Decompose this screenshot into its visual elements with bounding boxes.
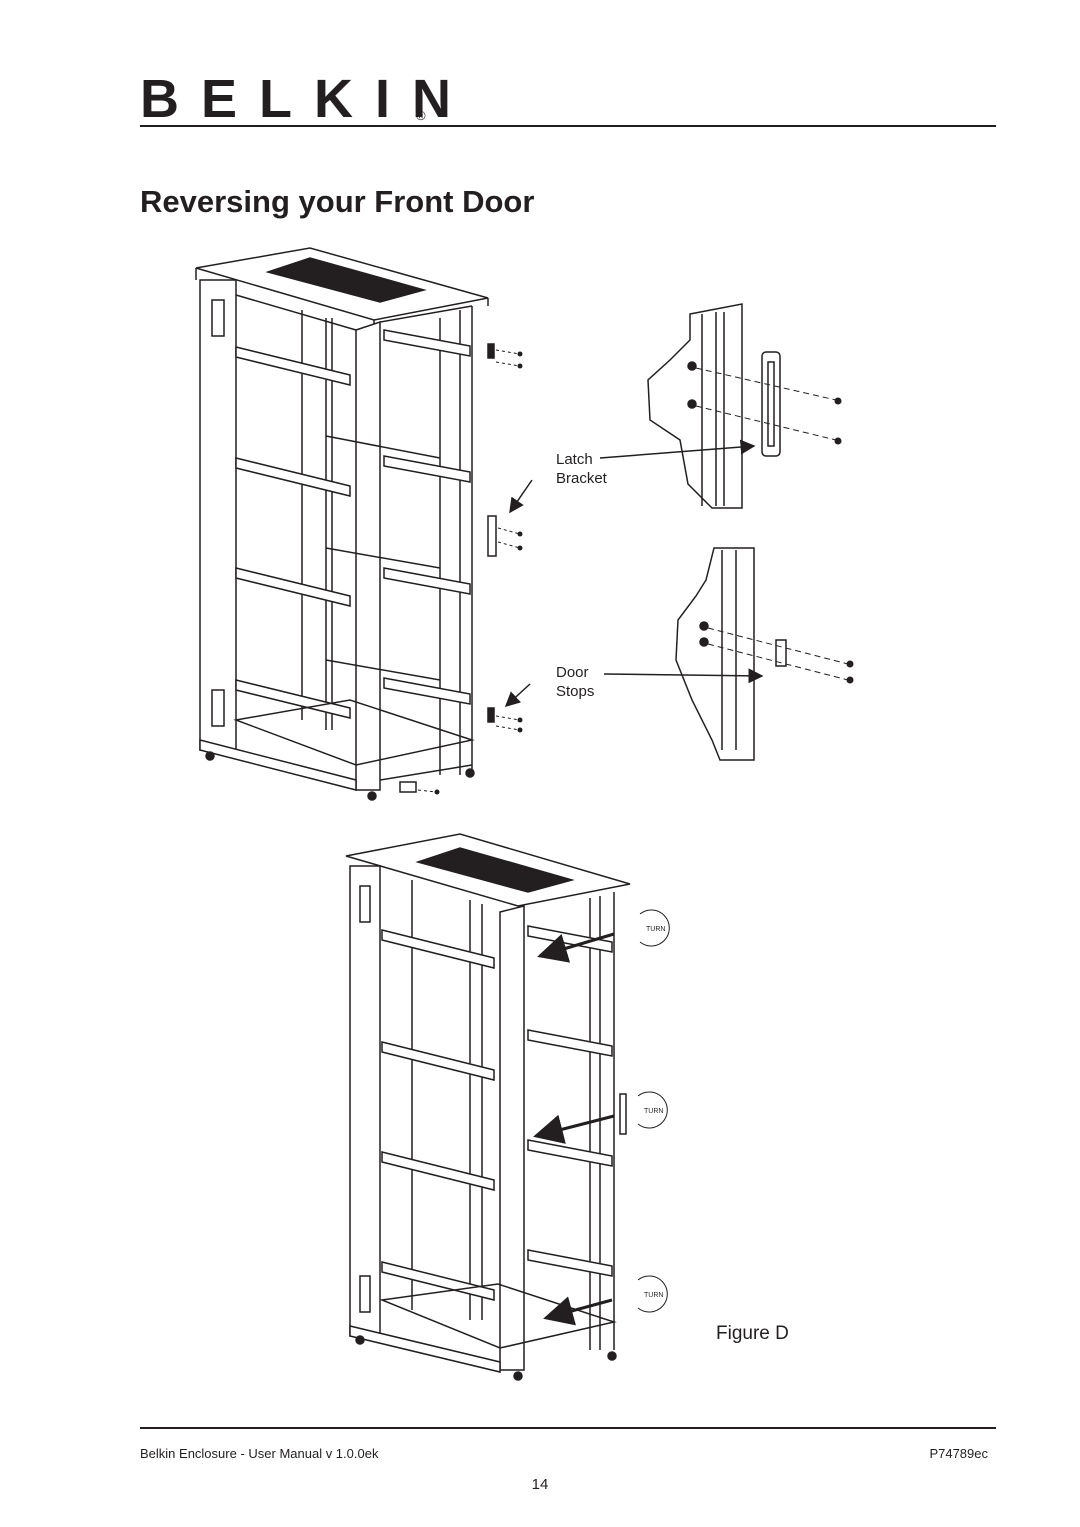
latch-label-line2: Bracket <box>556 470 607 487</box>
arrow-icon <box>599 439 756 459</box>
arrow-icon <box>537 932 615 963</box>
arrow-icon <box>603 668 764 684</box>
part-number: P74789ec <box>929 1446 988 1461</box>
arrow-icon <box>533 1114 615 1144</box>
manual-title: Belkin Enclosure - User Manual v 1.0.0ek <box>140 1446 379 1461</box>
bottom-cabinet <box>345 833 631 1381</box>
latch-bracket-label: Latch Bracket <box>556 450 607 488</box>
arrow-icon <box>509 479 533 514</box>
page-title: Reversing your Front Door <box>140 184 535 219</box>
brand-logo: BELKIN <box>140 69 473 129</box>
footer-rule <box>140 1427 996 1429</box>
figure-caption: Figure D <box>716 1323 789 1344</box>
top-cabinet <box>195 247 497 801</box>
arrow-icon <box>504 683 531 708</box>
latch-label-line1: Latch <box>556 451 593 468</box>
turn-label: TURN <box>644 1292 663 1299</box>
page-number: 14 <box>531 1476 549 1493</box>
turn-label: TURN <box>646 926 665 933</box>
header-rule <box>140 125 996 127</box>
door-label-line2: Stops <box>556 683 595 700</box>
turn-rotation-icon <box>637 909 670 1313</box>
screw-icon <box>417 349 521 793</box>
arrow-icon <box>543 1296 613 1326</box>
door-stop-detail <box>675 547 787 761</box>
registered-mark: ® <box>416 108 426 123</box>
door-stops-label: Door Stops <box>556 663 594 701</box>
door-label-line1: Door <box>556 664 589 681</box>
turn-label: TURN <box>644 1108 663 1115</box>
latch-detail <box>647 303 781 509</box>
